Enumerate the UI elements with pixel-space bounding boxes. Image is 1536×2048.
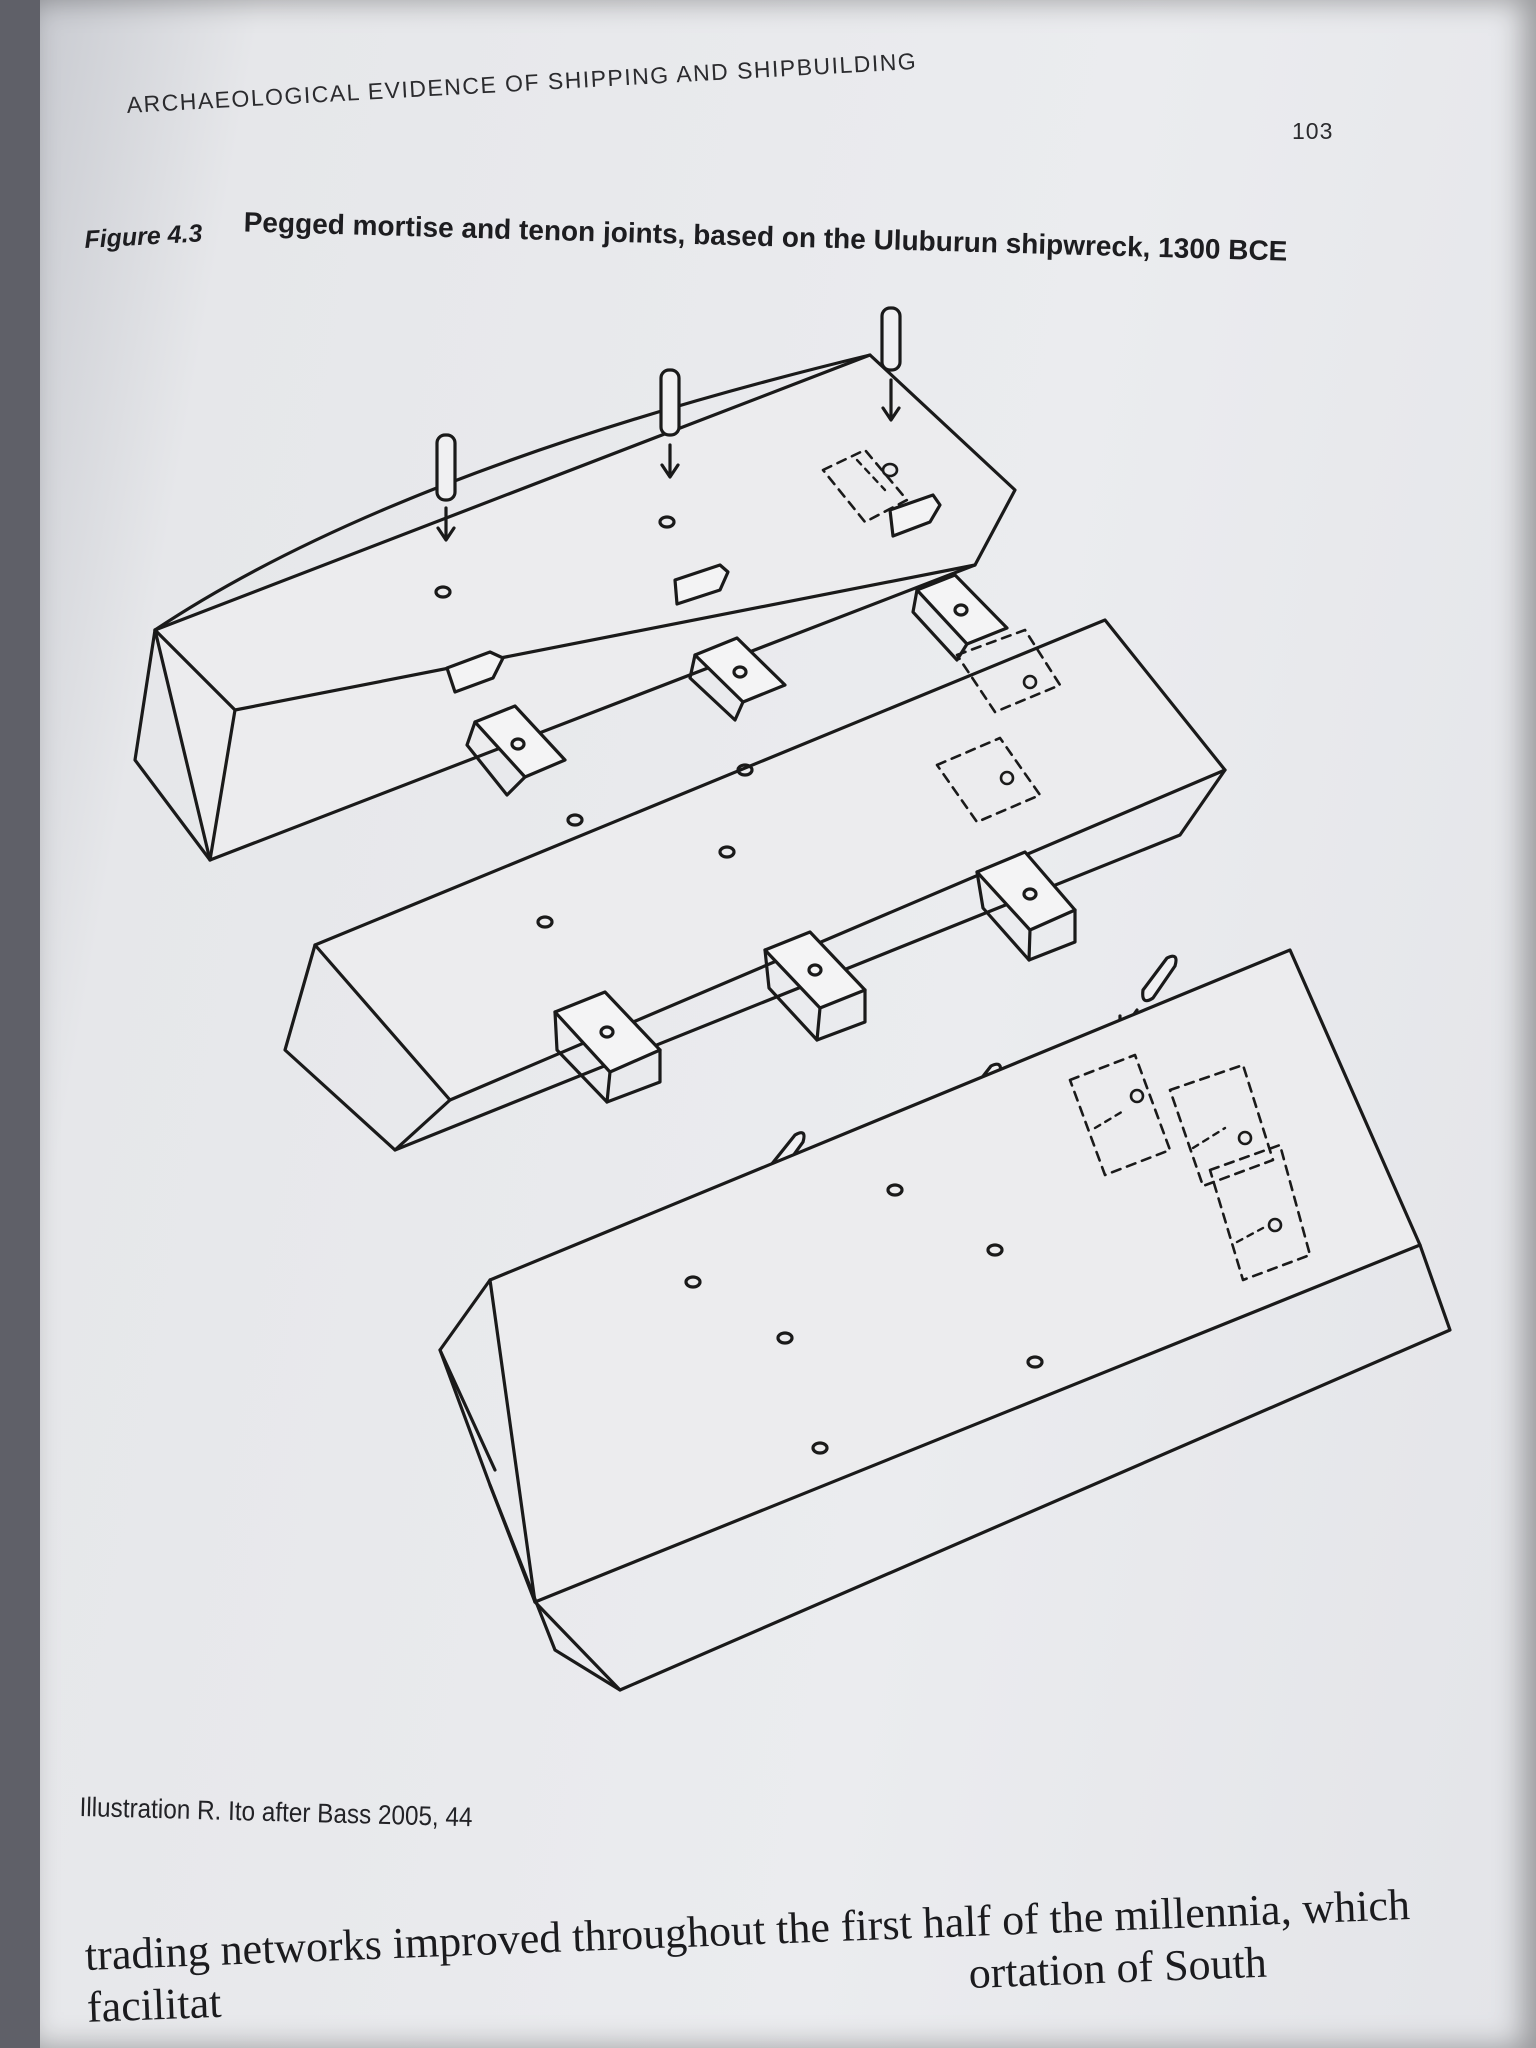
- book-page: ARCHAEOLOGICAL EVIDENCE OF SHIPPING AND …: [40, 0, 1536, 2048]
- illustration-credit: Illustration R. Ito after Bass 2005, 44: [79, 1792, 473, 1833]
- running-head: ARCHAEOLOGICAL EVIDENCE OF SHIPPING AND …: [126, 47, 918, 118]
- peg-2: [659, 368, 681, 479]
- middle-plank: [283, 573, 1227, 1152]
- figure-caption: Figure 4.3 Pegged mortise and tenon join…: [84, 206, 1383, 266]
- body-text: trading networks improved throughout the…: [84, 1875, 1527, 2034]
- bottom-plank: [438, 948, 1452, 1692]
- page-number: 103: [1292, 118, 1334, 144]
- figure-label: Figure 4.3: [83, 219, 204, 254]
- peg-1: [435, 433, 457, 542]
- peg-3: [880, 306, 902, 422]
- figure-title: Pegged mortise and tenon joints, based o…: [243, 206, 1288, 267]
- mortise-tenon-illustration: [95, 290, 1495, 1760]
